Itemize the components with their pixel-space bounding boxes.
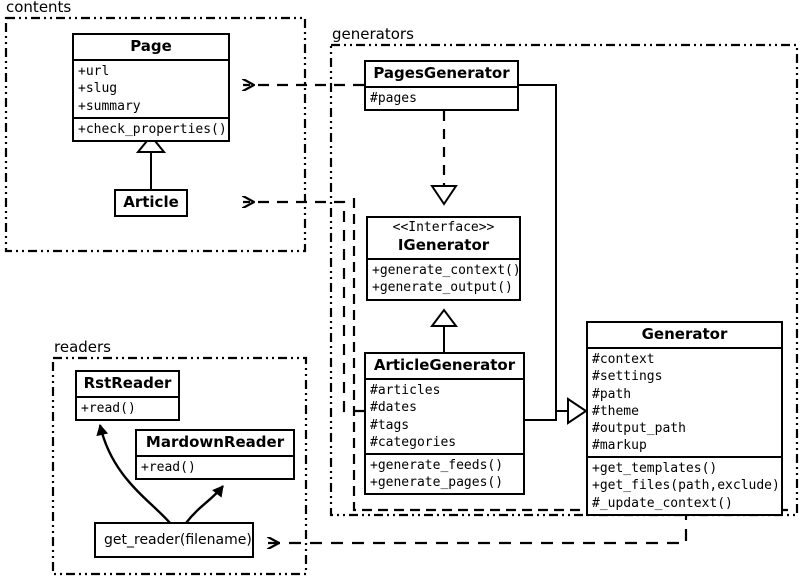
package-frame-contents: [4, 16, 307, 253]
class-box-pages-generator[interactable]: PagesGenerator #pages: [364, 60, 519, 112]
class-methods-rst-reader: +read(): [77, 396, 178, 419]
package-label-generators: generators: [330, 25, 416, 43]
class-box-mardown-reader[interactable]: MardownReader +read(): [135, 429, 295, 481]
class-attributes-article-generator: #articles #dates #tags #categories: [366, 378, 523, 453]
class-box-article-generator[interactable]: ArticleGenerator #articles #dates #tags …: [364, 352, 525, 496]
class-member: +url: [78, 64, 110, 80]
generators-inner-frame: [352, 198, 790, 512]
class-name-article: Article: [123, 193, 179, 211]
edge-articlegenerator-uses-article: [243, 202, 364, 413]
class-member: +slug: [78, 81, 118, 97]
class-member: #settings: [592, 369, 663, 385]
function-box-get-reader[interactable]: get_reader(filename): [94, 522, 254, 558]
package-frame-readers: [51, 356, 308, 576]
class-member: #tags: [370, 417, 410, 433]
class-methods-mardown-reader: +read(): [137, 455, 293, 478]
class-methods-generator: +get_templates() +get_files(path,exclude…: [588, 456, 781, 513]
edge-generator-uses-get-reader: [268, 508, 688, 543]
arrowhead-article-inherits-page: [135, 134, 167, 153]
class-member: +get_templates(): [592, 461, 718, 477]
class-member: +generate_pages(): [370, 475, 504, 491]
class-box-page[interactable]: Page +url +slug +summary +check_properti…: [72, 33, 230, 142]
class-box-igenerator[interactable]: <<Interface>> IGenerator +generate_conte…: [366, 216, 521, 301]
class-methods-article-generator: +generate_feeds() +generate_pages(): [366, 452, 523, 493]
class-methods-igenerator: +generate_context() +generate_output(): [368, 258, 521, 298]
class-member: +summary: [78, 98, 141, 114]
class-stereotype-igenerator: <<Interface>>: [392, 220, 495, 235]
class-member: #categories: [370, 434, 457, 450]
class-attributes-generator: #context #settings #path #theme #output_…: [588, 347, 781, 456]
class-box-rst-reader[interactable]: RstReader +read(): [75, 370, 180, 422]
class-member: +check_properties(): [78, 121, 227, 137]
class-member: #articles: [370, 383, 441, 399]
class-member: #path: [592, 386, 632, 402]
class-member: #theme: [592, 403, 639, 419]
class-member: #output_path: [592, 420, 686, 436]
class-name-page: Page: [130, 37, 172, 55]
class-name-article-generator: ArticleGenerator: [373, 356, 516, 374]
arrowhead-articlegenerator-inherits-igenerator: [430, 308, 458, 327]
package-label-readers: readers: [52, 338, 113, 356]
arrowhead-inherits-generator: [567, 397, 588, 425]
class-methods-page: +check_properties(): [74, 116, 228, 140]
class-name-generator: Generator: [641, 325, 728, 343]
class-attributes-page: +url +slug +summary: [74, 59, 228, 116]
edge-get-reader-creates-rstreader: [96, 424, 171, 524]
class-member: #markup: [592, 438, 647, 454]
package-label-contents: contents: [4, 0, 74, 16]
class-attributes-pages-generator: #pages: [366, 86, 517, 109]
class-member: +generate_feeds(): [370, 457, 504, 473]
edge-get-reader-creates-mardownreader: [185, 485, 224, 524]
function-label-get-reader: get_reader(filename): [104, 532, 252, 548]
class-member: +generate_context(): [372, 263, 521, 279]
class-box-generator[interactable]: Generator #context #settings #path #them…: [586, 321, 783, 516]
arrowhead-pagesgenerator-realizes-igenerator: [430, 185, 458, 206]
class-member: #context: [592, 352, 655, 368]
class-name-igenerator: IGenerator: [397, 235, 490, 254]
edge-articlegenerator-inherits-generator: [525, 411, 557, 421]
class-member: +read(): [141, 460, 196, 476]
class-member: #pages: [370, 91, 417, 107]
class-member: #_update_context(): [592, 495, 733, 511]
class-member: +read(): [81, 401, 136, 417]
package-frame-generators: [329, 43, 799, 517]
class-member: +get_files(path,exclude): [592, 478, 780, 494]
class-name-mardown-reader: MardownReader: [145, 433, 285, 451]
class-member: +generate_output(): [372, 280, 513, 296]
class-name-pages-generator: PagesGenerator: [373, 64, 510, 82]
class-member: #dates: [370, 400, 417, 416]
class-box-article[interactable]: Article: [114, 189, 188, 218]
edge-pagesgenerator-inherits-generator: [519, 84, 568, 412]
class-name-rst-reader: RstReader: [83, 374, 172, 392]
